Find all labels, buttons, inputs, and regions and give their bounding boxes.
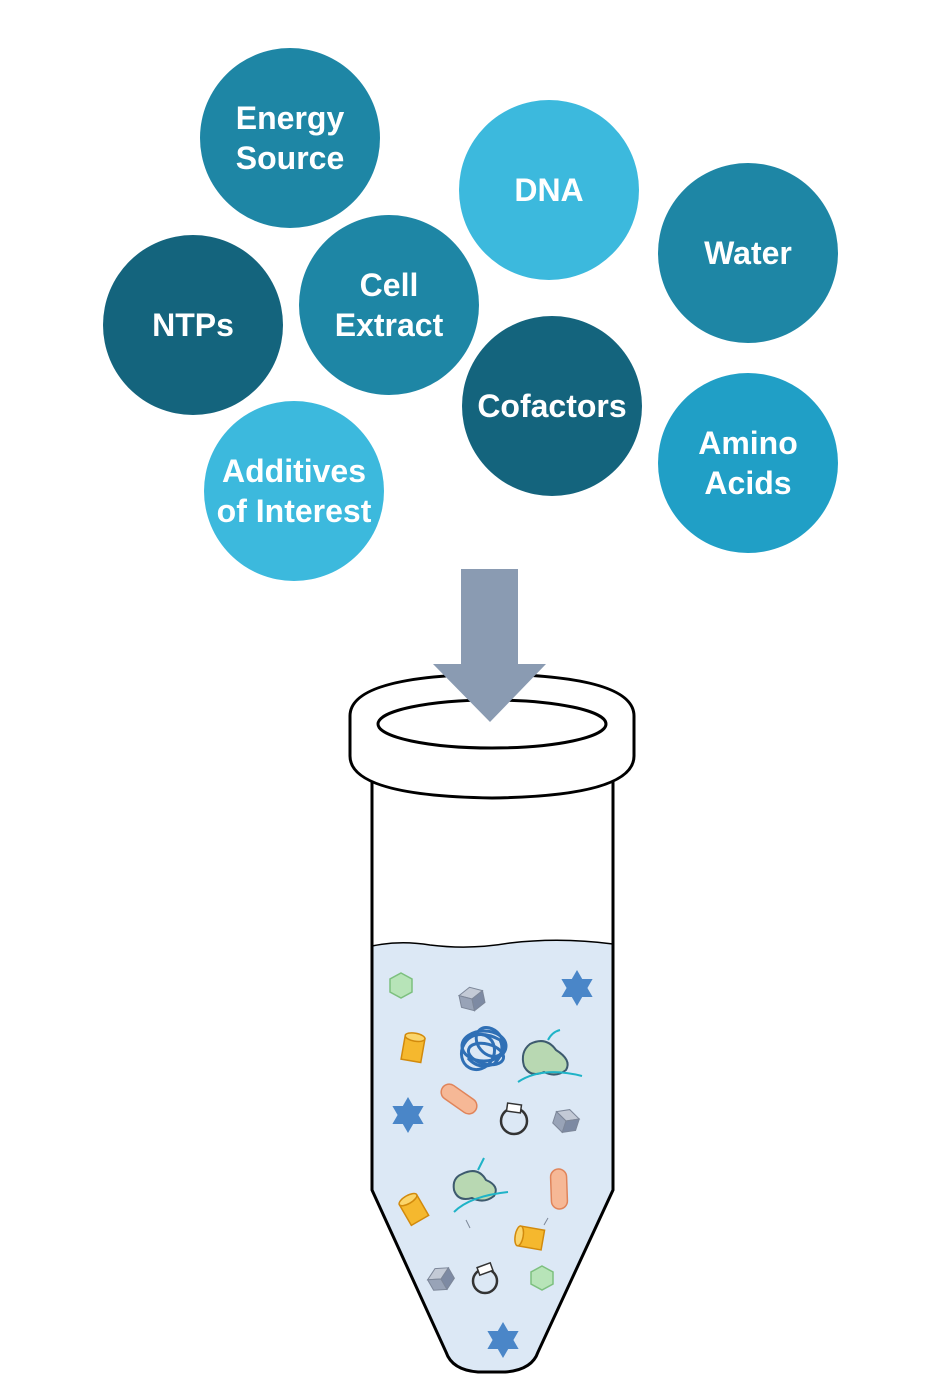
fragment-mark <box>543 1217 549 1226</box>
orange-cylinder-icon <box>514 1225 546 1251</box>
gray-cube-icon <box>457 986 486 1012</box>
plasmid-ring-icon <box>499 1102 529 1136</box>
ribosome-icon <box>517 1029 583 1083</box>
cell-extract-label: Cell Extract <box>334 267 444 343</box>
dna-label: DNA <box>514 172 584 208</box>
plasmid-ring-icon <box>471 1261 499 1295</box>
green-hexagon-icon <box>530 1265 554 1291</box>
amino-acids-bubble: Amino Acids <box>658 373 838 553</box>
fragment-mark <box>465 1219 471 1229</box>
down-arrow-icon <box>433 569 546 722</box>
energy-source-label: Energy Source <box>235 100 345 176</box>
gray-cube-icon <box>552 1109 581 1134</box>
liquid-surface <box>371 939 614 948</box>
ntps-bubble: NTPs <box>103 235 283 415</box>
cell-extract-bubble: Cell Extract <box>299 215 479 395</box>
additives-bubble: Additives of Interest <box>204 401 384 581</box>
dna-coil-icon <box>459 1026 508 1072</box>
peach-capsule-icon <box>549 1168 569 1210</box>
water-label: Water <box>704 235 792 271</box>
ribosome-icon <box>452 1157 509 1213</box>
cofactors-bubble: Cofactors <box>462 316 642 496</box>
ntps-label: NTPs <box>152 307 234 343</box>
green-hexagon-icon <box>389 972 413 999</box>
cofactors-label: Cofactors <box>477 388 627 424</box>
peach-capsule-icon <box>440 1083 478 1115</box>
blue-star-icon <box>392 1097 424 1133</box>
energy-source-bubble: Energy Source <box>200 48 380 228</box>
blue-star-icon <box>561 970 593 1006</box>
orange-cylinder-icon <box>400 1032 426 1064</box>
gray-cube-icon <box>426 1266 455 1291</box>
orange-cylinder-icon <box>398 1192 430 1227</box>
blue-star-icon <box>487 1322 519 1358</box>
tube-contents <box>389 970 593 1358</box>
tube-outline <box>370 772 615 1374</box>
water-bubble: Water <box>658 163 838 343</box>
dna-bubble: DNA <box>459 100 639 280</box>
additives-label: Additives of Interest <box>216 453 372 529</box>
amino-acids-label: Amino Acids <box>698 425 798 501</box>
